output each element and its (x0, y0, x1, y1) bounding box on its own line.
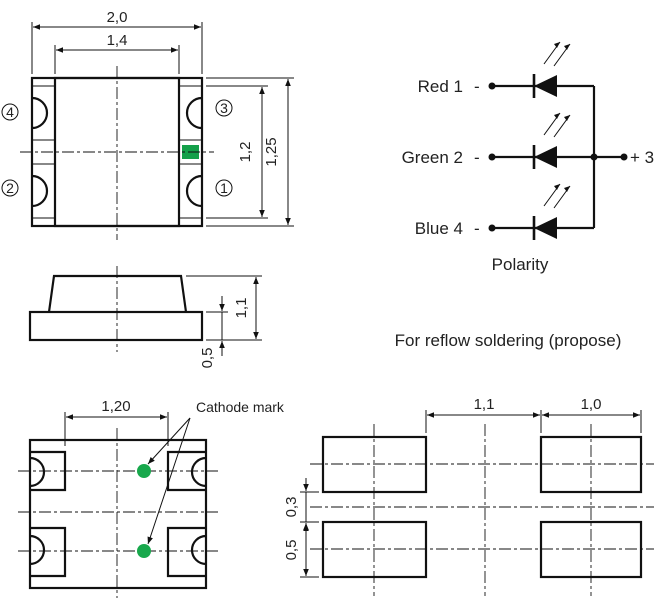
side-view-dome (47, 274, 188, 313)
diode-symbol-red-1 (534, 75, 557, 97)
dim-height-total: 1,25 (263, 137, 280, 166)
channel-label-red-1: Red 1 (418, 77, 463, 96)
dim-width-inner: 1,4 (107, 32, 128, 49)
diode-channel-blue-4: Blue 4- (415, 183, 594, 240)
side-view: 1,1 0,5 (28, 266, 262, 369)
diode-symbol-green-2 (534, 146, 557, 168)
channel-label-blue-4: Blue 4 (415, 219, 463, 238)
castellation-1 (185, 174, 203, 208)
minus-sign-red-1: - (474, 77, 480, 96)
dim-height-inner: 1,2 (237, 142, 254, 163)
cathode-dot-top (137, 464, 151, 478)
cathode-mark-label: Cathode mark (196, 399, 285, 415)
pin-label-1: 1 (220, 180, 228, 196)
cathode-dot-bottom (137, 544, 151, 558)
side-view-base (28, 310, 204, 342)
polarity-schematic: + 3 Red 1-Green 2-Blue 4- Polarity (402, 41, 654, 274)
dim-pad-pitch: 1,20 (101, 398, 130, 415)
diode-channel-red-1: Red 1- (418, 41, 594, 98)
reflow-title: For reflow soldering (propose) (395, 331, 622, 350)
minus-sign-green-2: - (474, 148, 480, 167)
dim-base-height: 0,5 (199, 348, 216, 369)
channel-label-green-2: Green 2 (402, 148, 463, 167)
pin-label-4: 4 (6, 104, 14, 120)
dim-pad-width: 1,0 (581, 396, 602, 413)
reflow-footprint: For reflow soldering (propose) 1,1 1,0 0… (283, 331, 654, 596)
solder-pad-bottom-left (321, 520, 428, 579)
diode-channel-green-2: Green 2- (402, 112, 594, 169)
diode-symbol-blue-4 (534, 217, 557, 239)
castellation-3 (185, 96, 203, 130)
pin-label-3: 3 (220, 100, 228, 116)
dim-pad-spacing: 0,3 (283, 497, 300, 518)
dim-pad-gap: 1,1 (474, 396, 495, 413)
dim-side-height: 1,1 (233, 298, 250, 319)
minus-sign-blue-4: - (474, 219, 480, 238)
dim-pad-height: 0,5 (283, 540, 300, 561)
dim-width-total: 2,0 (107, 9, 128, 26)
castellation-4 (31, 96, 49, 130)
top-view: 4 3 2 1 2,0 1,4 1,2 1,25 (1, 9, 294, 240)
light-emission-arrows-icon (543, 183, 571, 209)
bottom-view-body (28, 438, 208, 590)
solder-pad-top-left (321, 435, 428, 494)
bottom-view: Cathode mark 1,20 (18, 398, 285, 598)
light-emission-arrows-icon (543, 112, 571, 138)
common-anode-label: + 3 (630, 148, 654, 167)
light-emission-arrows-icon (543, 41, 571, 67)
pin-label-2: 2 (6, 180, 14, 196)
castellation-2 (31, 174, 49, 208)
polarity-caption: Polarity (492, 255, 549, 274)
